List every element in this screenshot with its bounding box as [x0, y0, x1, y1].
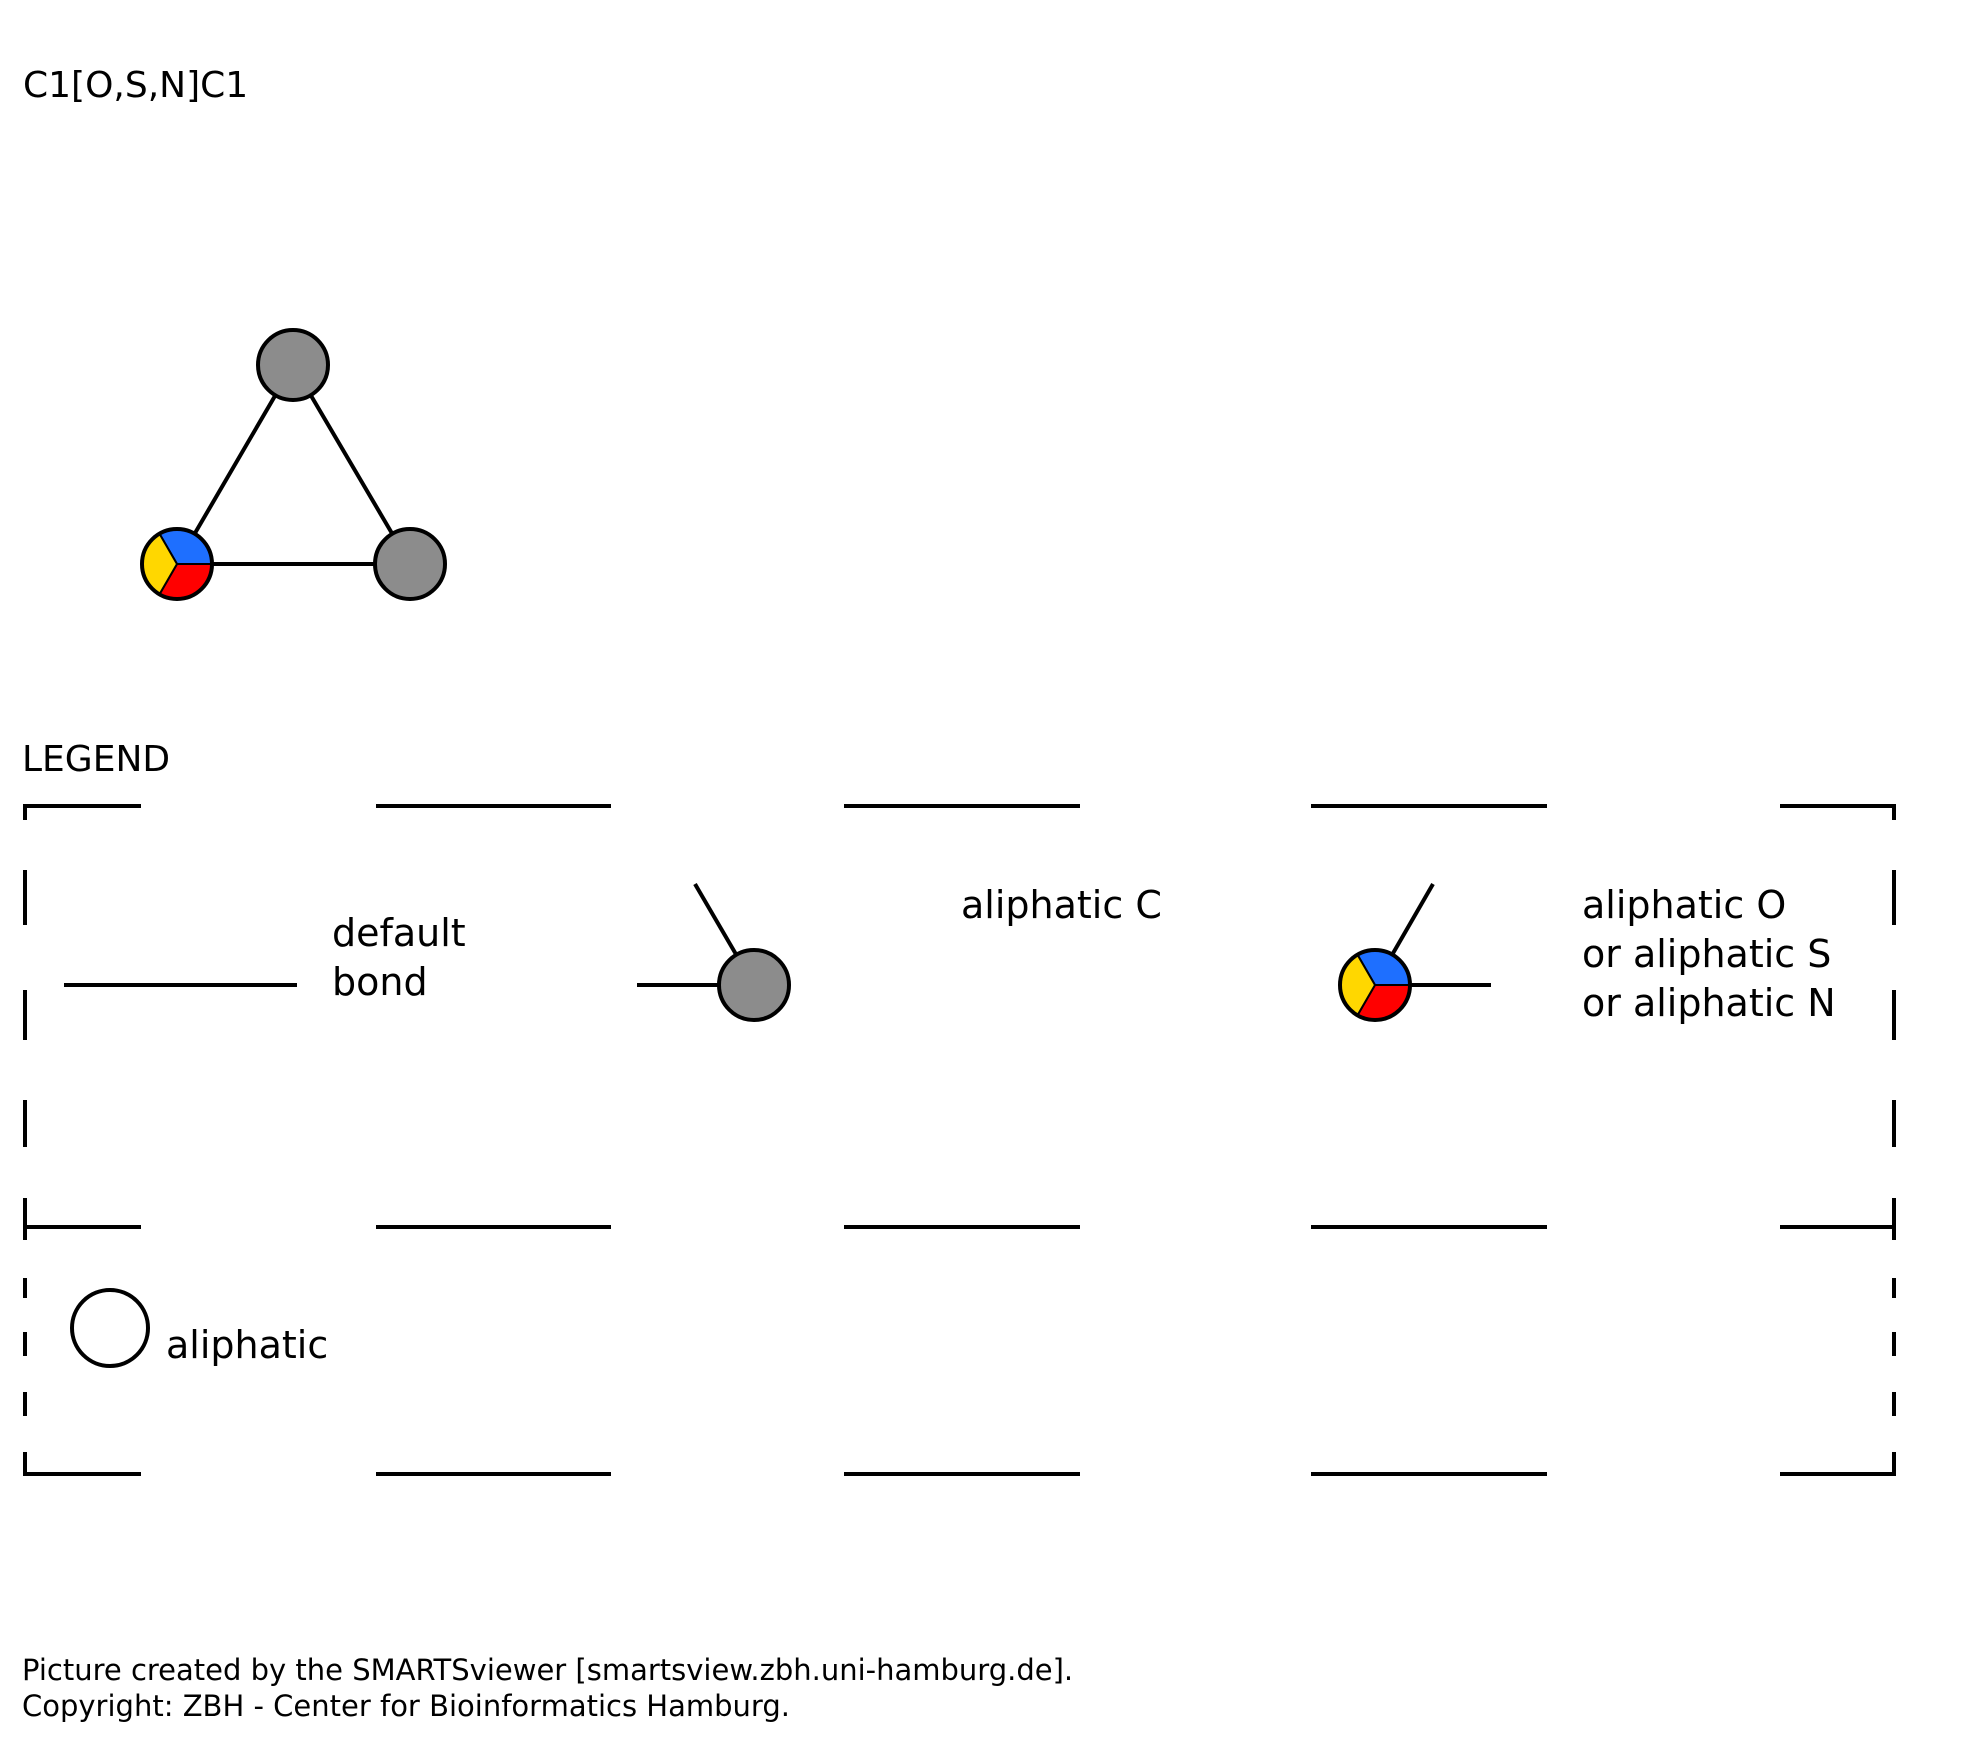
- carbon-atom-symbol: [717, 948, 791, 1022]
- atom-carbon-top: [256, 328, 330, 402]
- multi-label-line1: aliphatic O: [1582, 883, 1786, 927]
- footer-credit: Picture created by the SMARTSviewer [sma…: [22, 1653, 1073, 1687]
- smarts-string: C1[O,S,N]C1: [23, 65, 248, 106]
- multi-label-line2: or aliphatic S: [1582, 932, 1831, 976]
- legend-item-default-bond: default bond: [64, 911, 466, 1004]
- multi-label-line3: or aliphatic N: [1582, 981, 1836, 1025]
- carbon-label: aliphatic C: [961, 883, 1162, 927]
- atom-carbon-right: [373, 527, 447, 601]
- bond-top-right: [291, 363, 412, 566]
- default-bond-label-line1: default: [332, 911, 466, 955]
- legend-frame-corner-top-right: [1780, 804, 1896, 820]
- footer-copyright: Copyright: ZBH - Center for Bioinformati…: [22, 1689, 790, 1723]
- legend-frame-corner-bottom-left: [23, 1452, 141, 1476]
- legend-item-aliphatic-carbon: aliphatic C: [637, 882, 1162, 1022]
- bond-top-left: [175, 363, 295, 566]
- molecule-graph: [140, 328, 447, 601]
- default-bond-label-line2: bond: [332, 960, 428, 1004]
- legend-frame-corner-bottom-right: [1780, 1452, 1896, 1476]
- multi-bond-stub-diagonal: [1390, 882, 1435, 957]
- legend-item-aliphatic: aliphatic: [70, 1288, 328, 1368]
- legend-title: LEGEND: [22, 739, 170, 780]
- legend-frame-corner-top-left: [23, 804, 141, 820]
- atom-oxygen-sulfur-nitrogen: [140, 527, 214, 601]
- legend-frame: [23, 804, 1896, 1476]
- carbon-bond-stub-diagonal: [693, 882, 739, 958]
- legend-item-oxygen-sulfur-nitrogen: aliphatic O or aliphatic S or aliphatic …: [1338, 882, 1836, 1025]
- atom-outline: [140, 527, 214, 601]
- aliphatic-ring-symbol: [70, 1288, 150, 1368]
- multi-atom-outline: [1338, 948, 1412, 1022]
- aliphatic-label: aliphatic: [166, 1323, 328, 1367]
